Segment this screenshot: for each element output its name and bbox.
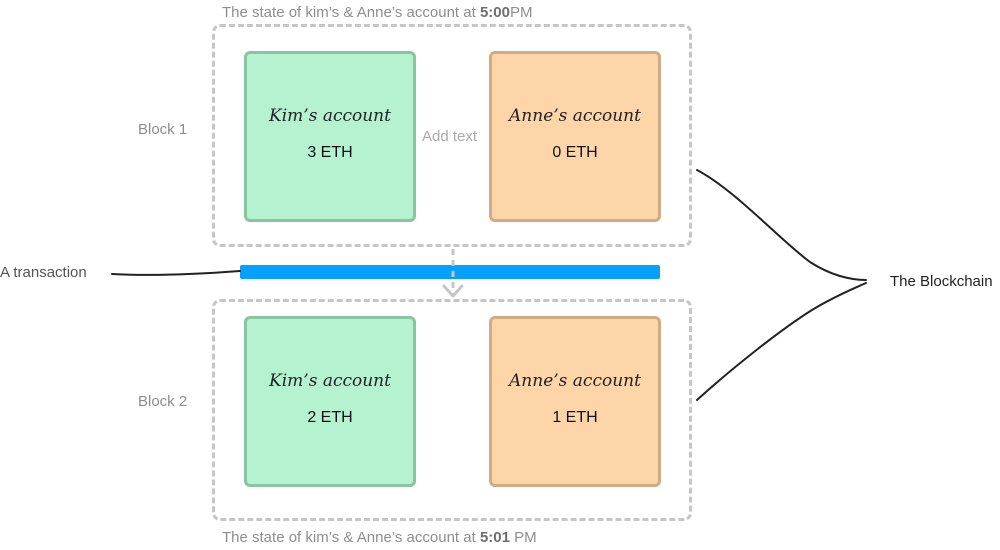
block-2-kim-account-amount: 2 ETH: [307, 408, 353, 426]
block-1-anne-account-amount: 0 ETH: [552, 143, 598, 161]
block-2-anne-account-amount: 1 ETH: [552, 408, 598, 426]
block-2-kim-account-name: Kim’s account: [269, 370, 391, 391]
blockchain-brace-lower: [696, 282, 867, 401]
block-2-anne-account-name: Anne’s account: [509, 370, 641, 391]
block-1-label: Block 1: [138, 121, 188, 138]
block-1-frame: [212, 24, 692, 247]
top-caption-suffix: PM: [509, 4, 533, 21]
top-caption-text: The state of kim’s & Anne’s account at: [222, 4, 480, 21]
block-2-anne-account-card: Anne’s account 1 ETH: [489, 316, 661, 487]
block-2-kim-account-card: Kim’s account 2 ETH: [244, 316, 416, 487]
top-caption: The state of kim’s & Anne’s account at 5…: [222, 4, 532, 21]
block-link-arrow-head: [442, 284, 464, 298]
blockchain-brace-upper: [696, 169, 867, 281]
block-2-frame: [212, 299, 692, 521]
block-1-kim-account-name: Kim’s account: [269, 105, 391, 126]
blockchain-label: The Blockchain: [890, 273, 993, 290]
transaction-bar: [240, 265, 660, 279]
block-2-label: Block 2: [138, 393, 188, 410]
transaction-label: A transaction: [0, 264, 87, 281]
block-1-kim-account-amount: 3 ETH: [307, 143, 353, 161]
bottom-caption-suffix: PM: [509, 529, 537, 546]
transaction-pointer-line: [111, 270, 241, 276]
bottom-caption-time: 5:01: [479, 529, 510, 546]
bottom-caption: The state of kim’s & Anne’s account at 5…: [222, 529, 537, 546]
block-1-kim-account-card: Kim’s account 3 ETH: [244, 51, 416, 222]
bottom-caption-text: The state of kim’s & Anne’s account at: [222, 529, 480, 546]
block-1-anne-account-card: Anne’s account 0 ETH: [489, 51, 661, 222]
add-text-placeholder[interactable]: Add text: [422, 128, 478, 145]
top-caption-time: 5:00: [479, 4, 510, 21]
block-1-anne-account-name: Anne’s account: [509, 105, 641, 126]
